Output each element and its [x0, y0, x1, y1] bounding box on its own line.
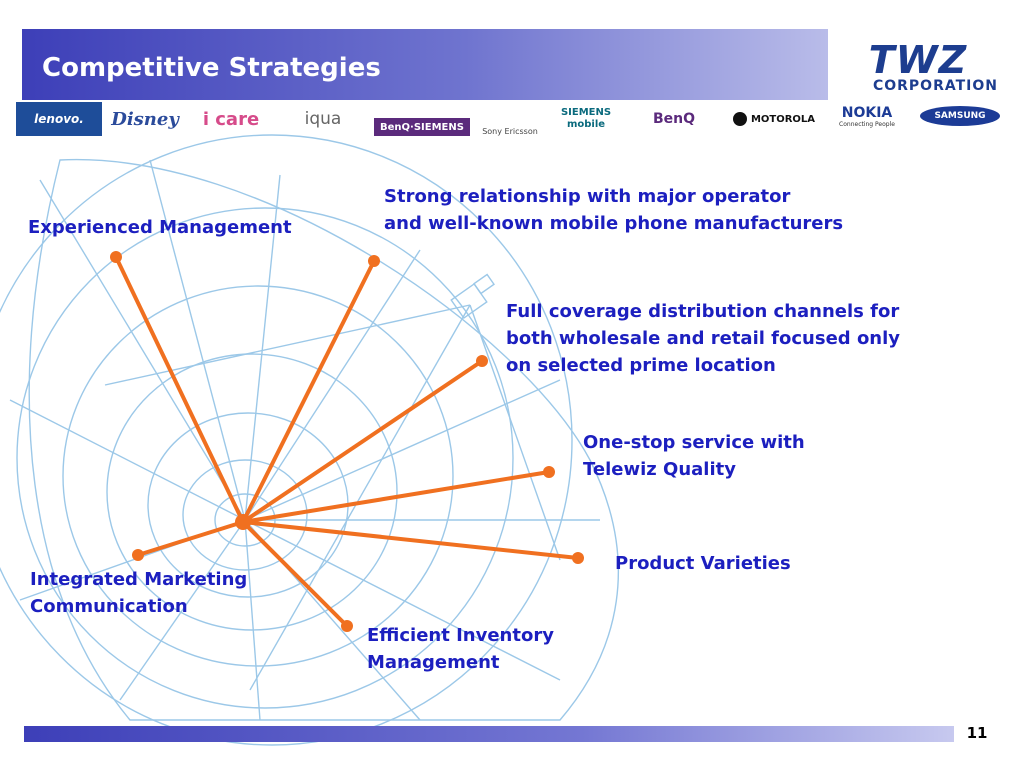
dish-grid-line [244, 174, 281, 521]
spoke-operator-relationship [241, 260, 376, 523]
spoke-distribution-channels [241, 359, 484, 524]
spoke-efficient-inventory [241, 520, 349, 628]
corporation-subtitle: CORPORATION [872, 78, 998, 94]
dish-grid-line [119, 519, 246, 701]
feed-arm [249, 304, 471, 691]
label-line: One-stop service with [583, 432, 805, 453]
spoke-product-varieties [242, 520, 579, 560]
dish-grid-line [244, 249, 421, 521]
feed-arm [469, 304, 561, 561]
label-line: Telewiz Quality [583, 459, 736, 480]
benq-logo: BenQ [652, 111, 696, 127]
label-line: Efficient Inventory [367, 625, 554, 646]
dish-grid-line [39, 179, 246, 521]
nokia-text: NOKIA [841, 105, 893, 121]
twz-logo-text: TWZ [868, 38, 968, 82]
twz-corporation-logo: TWZ CORPORATION [838, 40, 998, 100]
dish-ring-4 [106, 353, 398, 631]
node-operator-relationship [368, 255, 380, 267]
label-experienced-management: Experienced Management [28, 217, 292, 238]
motorola-logo: MOTOROLA [728, 102, 820, 136]
node-one-stop-service [543, 466, 555, 478]
mobile-text: mobile [566, 119, 606, 130]
node-distribution-channels [476, 355, 488, 367]
siemens-mobile-logo: SIEMENS mobile [556, 102, 616, 136]
spoke-one-stop-service [242, 470, 550, 524]
hub-node [235, 514, 251, 530]
icare-logo: i care [202, 108, 260, 130]
dish-ring-5 [62, 285, 454, 667]
label-integrated-marketing: Integrated Marketing Communication [30, 566, 247, 620]
spoke-integrated-marketing [137, 520, 244, 557]
siemens-text: SIEMENS [560, 107, 612, 118]
title-bar: Competitive Strategies [22, 29, 828, 100]
dish-grid-line [149, 159, 246, 521]
node-experienced-management [110, 251, 122, 263]
feed-arm [104, 304, 471, 386]
label-line: Strong relationship with major operator [384, 186, 791, 207]
nokia-logo: NOKIA Connecting People [836, 102, 898, 136]
label-line: both wholesale and retail focused only [506, 328, 901, 349]
page-number: 11 [966, 724, 988, 742]
dish-grid-line [244, 519, 261, 721]
label-distribution-channels: Full coverage distribution channels for … [506, 298, 900, 379]
dish-outline [28, 158, 620, 721]
label-line: and well-known mobile phone manufacturer… [384, 213, 844, 234]
label-one-stop-service: One-stop service with Telewiz Quality [583, 429, 805, 483]
dish-ring-2 [182, 459, 308, 571]
label-line: Management [367, 652, 500, 673]
motorola-icon [732, 112, 747, 126]
samsung-logo: SAMSUNG [920, 106, 1000, 126]
nokia-tagline: Connecting People [839, 121, 895, 128]
dish-grid-line [9, 399, 246, 521]
benq-siemens-logo: BenQ·SIEMENS [374, 118, 470, 136]
node-efficient-inventory [341, 620, 353, 632]
label-line: Full coverage distribution channels for [506, 301, 900, 322]
spoke-experienced-management [114, 256, 245, 523]
label-line: Communication [30, 596, 188, 617]
dish-grid [0, 134, 620, 746]
iqua-logo: iqua [304, 109, 342, 129]
label-efficient-inventory: Efficient Inventory Management [367, 622, 554, 676]
lenovo-logo: lenovo. [16, 102, 102, 136]
sony-ericsson-logo: Sony Ericsson [482, 127, 538, 136]
feed-horn [450, 282, 488, 320]
footer-bar [24, 726, 954, 742]
disney-logo: Disney [111, 108, 179, 130]
dish-ring-7 [0, 134, 573, 746]
strategy-spokes [110, 251, 584, 632]
dish-grid-line [244, 379, 561, 521]
dish-ring-6 [16, 207, 514, 709]
label-operator-relationship: Strong relationship with major operator … [384, 183, 843, 237]
feed-tip [473, 273, 495, 295]
label-product-varieties: Product Varieties [615, 553, 791, 574]
partner-logos-strip: lenovo. Disney i care iqua BenQ·SIEMENS … [16, 102, 1006, 138]
node-product-varieties [572, 552, 584, 564]
dish-grid-line [244, 519, 561, 681]
motorola-text: MOTOROLA [750, 113, 816, 125]
node-integrated-marketing [132, 549, 144, 561]
label-line: Integrated Marketing [30, 569, 248, 590]
label-line: on selected prime location [506, 355, 776, 376]
slide-title: Competitive Strategies [42, 53, 381, 83]
